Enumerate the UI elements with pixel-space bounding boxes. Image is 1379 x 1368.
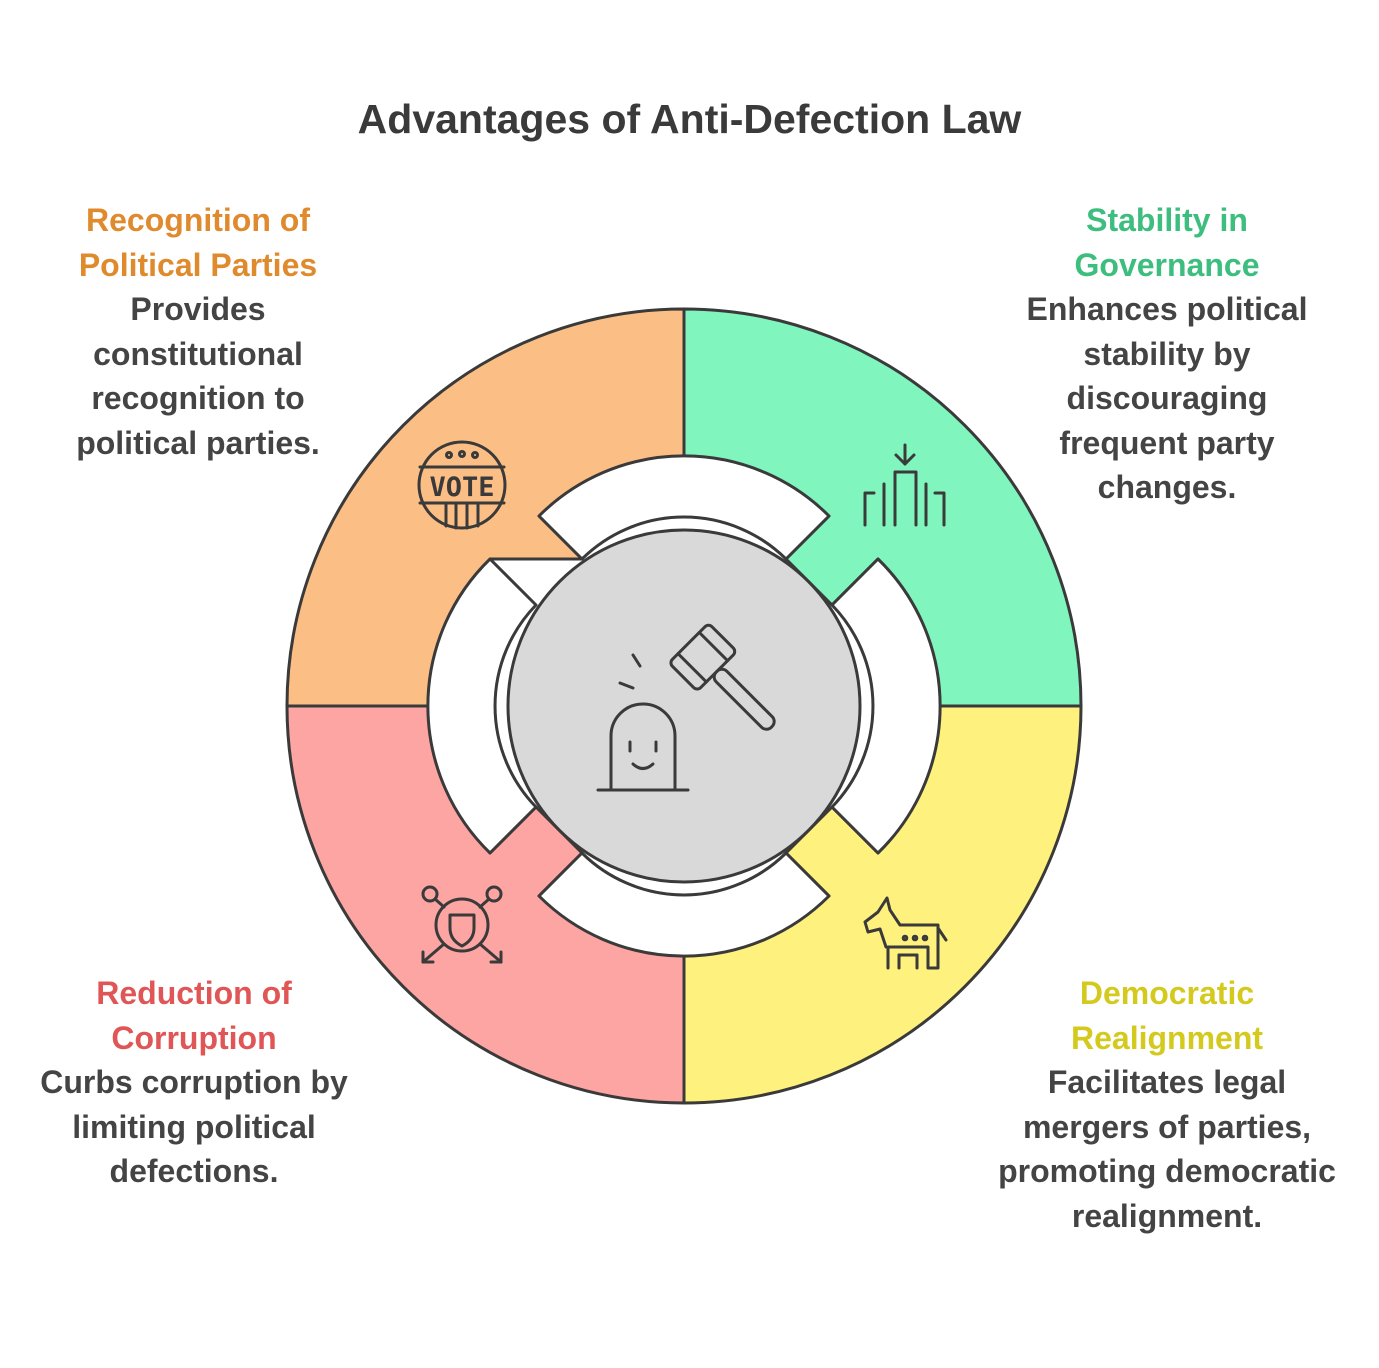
description-recognition: Provides constitutional recognition to p… (76, 291, 320, 461)
description-corruption: Curbs corruption by limiting political d… (40, 1064, 348, 1189)
text-block-stability: Stability in Governance Enhances politic… (1000, 198, 1334, 510)
text-block-recognition: Recognition of Political Parties Provide… (45, 198, 351, 465)
stability-chart-icon (863, 443, 946, 527)
description-realignment: Facilitates legal mergers of parties, pr… (998, 1064, 1336, 1234)
arc-gap-left (426, 557, 538, 855)
shield-network-icon (421, 885, 503, 964)
segment-recognition (285, 307, 686, 708)
vote-icon-label: VOTE (429, 472, 494, 503)
donkey-icon (863, 896, 948, 970)
page-title: Advantages of Anti-Defection Law (357, 96, 1022, 142)
gavel-icon (596, 623, 776, 792)
heading-recognition: Recognition of Political Parties (78, 202, 318, 283)
arc-gap-bottom (537, 851, 831, 958)
arc-gap-top (537, 454, 831, 561)
description-stability: Enhances political stability by discoura… (1026, 291, 1308, 505)
segment-corruption (285, 704, 686, 1105)
arc-gap-right (830, 557, 942, 855)
heading-stability: Stability in Governance (1074, 202, 1260, 283)
heading-realignment: Democratic Realignment (1070, 975, 1264, 1056)
text-block-corruption: Reduction of Corruption Curbs corruption… (40, 971, 348, 1194)
center-circle (506, 528, 862, 884)
heading-corruption: Reduction of Corruption (96, 975, 292, 1056)
vote-icon: VOTE (417, 440, 507, 530)
text-block-realignment: Democratic Realignment Facilitates legal… (995, 971, 1339, 1238)
